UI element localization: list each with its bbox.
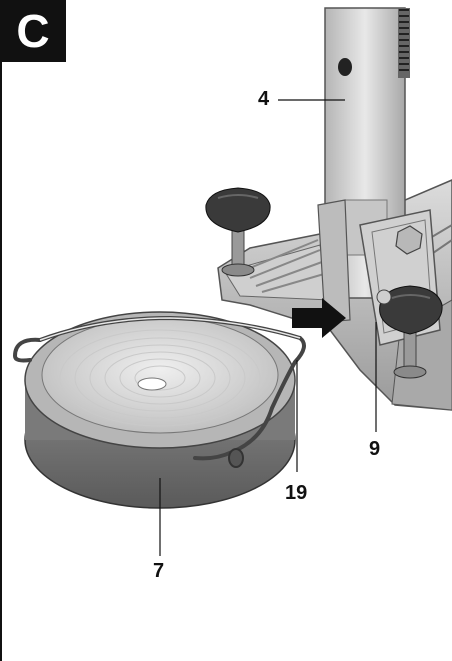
left-border-line [0,0,2,661]
vacuum-plate [24,311,296,509]
callout-bracket: 9 [369,438,381,460]
clamping-knob-right [376,285,443,379]
arrow-right-icon [292,298,346,338]
leader-lines [159,99,377,556]
callout-vacuum-plate: 7 [153,560,165,582]
callout-wire-clamp: 19 [285,482,308,504]
clamping-knob-left [205,187,271,277]
callout-column: 4 [258,88,270,110]
figure-badge: C [0,0,66,62]
